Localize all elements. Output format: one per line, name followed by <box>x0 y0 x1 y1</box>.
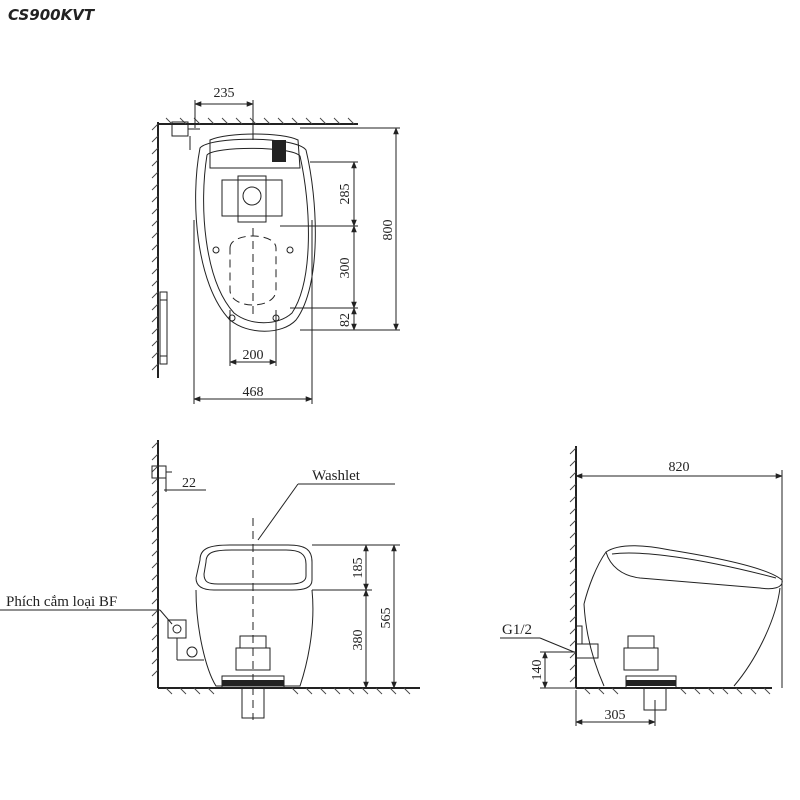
wall-hatch-side <box>569 447 577 683</box>
dim-82-label: 82 <box>338 313 353 327</box>
control-unit <box>272 140 286 162</box>
g12-leader <box>539 637 575 653</box>
wall-hatch-left-top <box>151 123 159 371</box>
washlet-lid <box>195 544 313 591</box>
bowl-outline <box>195 138 316 332</box>
flush-mechanism <box>221 179 283 217</box>
dim-300-label: 300 <box>338 258 353 279</box>
dim-185-label: 185 <box>351 558 366 579</box>
washlet-label: Washlet <box>312 468 361 484</box>
side-view: G1/2 140 820 305 <box>500 446 783 726</box>
g12-connector <box>575 643 599 659</box>
bowl-opening <box>229 235 277 306</box>
front-bowl-body <box>195 589 314 687</box>
wall-rail <box>159 291 168 365</box>
side-front-edge <box>733 587 781 687</box>
drain-pipe <box>241 687 265 719</box>
dim-380-label: 380 <box>351 630 366 651</box>
model-title: CS900KVT <box>8 6 95 24</box>
plug-label: Phích cắm loại BF <box>6 594 117 610</box>
tank-cover <box>209 133 301 169</box>
g12-label: G1/2 <box>502 622 532 638</box>
dim-800-label: 800 <box>381 220 396 241</box>
dim-285-label: 285 <box>338 184 353 205</box>
front-view: 22 Washlet Phích cắm loại BF 185 3 <box>0 440 420 720</box>
floor-hatch-side <box>583 687 771 695</box>
dim-305-label: 305 <box>605 708 626 723</box>
dim-200-label: 200 <box>243 348 264 363</box>
top-view: 235 800 285 300 82 200 468 <box>151 86 400 404</box>
dim-820-label: 820 <box>669 460 690 475</box>
side-back-edge <box>583 551 607 605</box>
dim-140-label: 140 <box>530 660 545 681</box>
floor-hatch-front <box>165 687 411 695</box>
dim-22-label: 22 <box>182 476 196 491</box>
dim-235-label: 235 <box>214 86 235 101</box>
side-washlet-lid <box>605 545 783 590</box>
side-drain-fitting <box>627 635 655 649</box>
bowl-inner-outline <box>203 147 309 324</box>
wall-hatch-top <box>165 117 355 125</box>
dim-565-label: 565 <box>379 608 394 629</box>
dim-468-label: 468 <box>243 385 264 400</box>
wall-hatch-front <box>151 441 159 677</box>
